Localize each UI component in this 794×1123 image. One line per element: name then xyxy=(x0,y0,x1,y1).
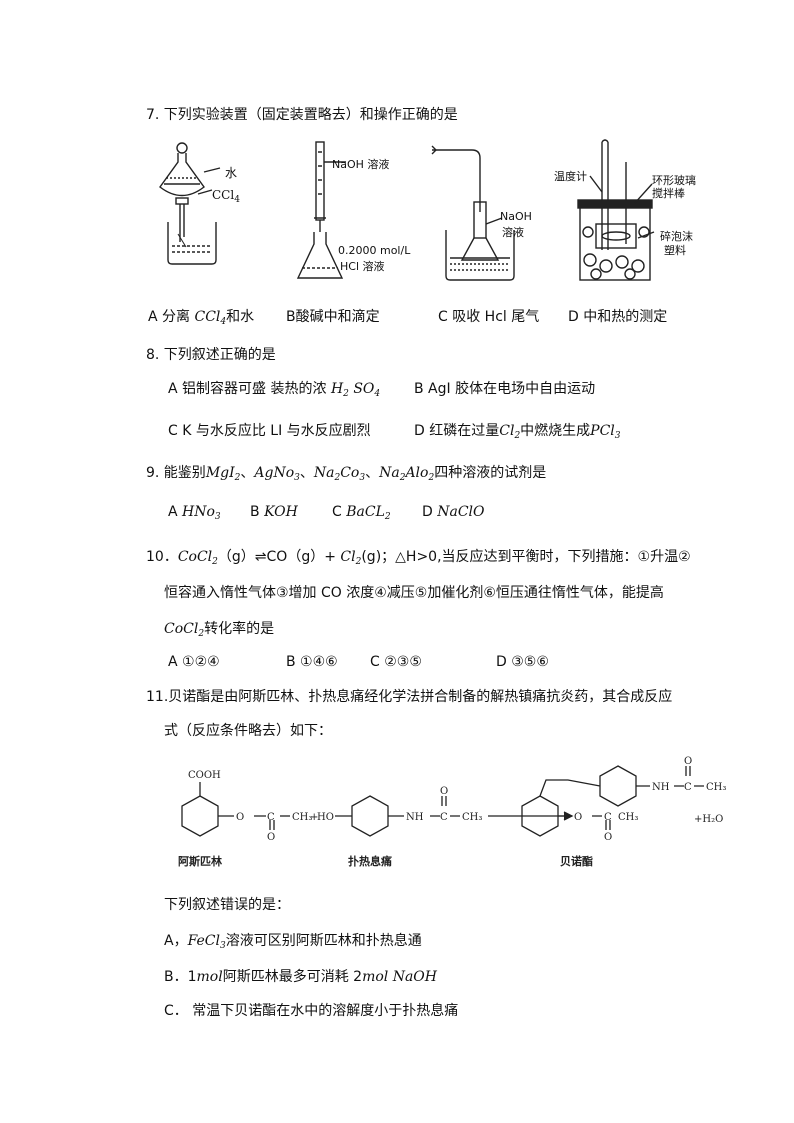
label-ccl4: CCl4 xyxy=(212,188,240,205)
q9-option-d: D NaClO xyxy=(422,504,485,520)
q10-stem-line3: CoCl2转化率的是 xyxy=(164,621,275,639)
svg-text:+H₂O: +H₂O xyxy=(694,814,723,825)
q10-option-a: A ①②④ xyxy=(168,654,220,670)
svg-text:C: C xyxy=(267,812,275,823)
label-naoh: NaOH xyxy=(500,210,532,223)
q11-stem-line1: 11.贝诺酯是由阿斯匹林、扑热息痛经化学法拼合制备的解热镇痛抗炎药，其合成反应 xyxy=(146,689,673,705)
q9-option-c: C BaCL2 xyxy=(332,504,391,522)
svg-text:CH₃: CH₃ xyxy=(618,812,638,823)
svg-text:O: O xyxy=(574,812,582,823)
q8-option-c: C K 与水反应比 LI 与水反应剧烈 xyxy=(168,423,371,439)
q11-option-b: B．1mol阿斯匹林最多可消耗 2mol NaOH xyxy=(164,969,437,985)
label-hcl-solution: HCl 溶液 xyxy=(340,260,385,273)
q10-stem-line2: 恒容通入惰性气体③增加 CO 浓度④减压⑤加催化剂⑥恒压通往惰性气体，能提高 xyxy=(164,585,664,601)
svg-text:C: C xyxy=(684,782,692,793)
svg-text:CH₃: CH₃ xyxy=(462,812,482,823)
svg-text:贝诺酯: 贝诺酯 xyxy=(560,854,593,868)
label-thermometer: 温度计 xyxy=(554,170,587,183)
q9-stem: 9. 能鉴别MgI2、AgNo3、Na2Co3、Na2Alo2四种溶液的试剂是 xyxy=(146,465,547,483)
svg-text:O: O xyxy=(267,832,275,843)
svg-text:扑热息痛: 扑热息痛 xyxy=(348,854,392,868)
label-naoh-solution: NaOH 溶液 xyxy=(332,158,390,171)
label-hcl-conc: 0.2000 mol/L xyxy=(338,244,411,257)
svg-text:CH₃: CH₃ xyxy=(292,812,312,823)
gas-absorption-icon xyxy=(431,145,515,281)
cooh-label: COOH xyxy=(188,770,221,781)
titration-icon xyxy=(296,141,346,279)
q8-option-d: D 红磷在过量Cl2中燃烧生成PCl3 xyxy=(414,423,621,441)
q10-option-c: C ②③⑤ xyxy=(370,654,422,670)
q7-option-c: C 吸收 Hcl 尾气 xyxy=(438,309,540,325)
q7-option-b: B酸碱中和滴定 xyxy=(286,309,380,325)
label-solution: 溶液 xyxy=(502,226,524,239)
svg-text:CH₃: CH₃ xyxy=(706,782,726,793)
svg-text:C: C xyxy=(440,812,448,823)
q8-stem: 8. 下列叙述正确的是 xyxy=(146,347,276,363)
svg-text:C: C xyxy=(604,812,612,823)
q10-option-d: D ③⑤⑥ xyxy=(496,654,549,670)
q9-option-b: B KOH xyxy=(250,504,298,520)
label-water: 水 xyxy=(225,166,238,180)
separatory-funnel-icon xyxy=(159,142,221,265)
q10-option-b: B ①④⑥ xyxy=(286,654,338,670)
label-stirrer1: 环形玻璃 xyxy=(652,174,696,187)
q7-apparatus-figure xyxy=(159,139,655,281)
svg-text:O: O xyxy=(236,812,244,823)
calorimeter-icon xyxy=(577,139,655,281)
q7-stem: 7. 下列实验装置（固定装置略去）和操作正确的是 xyxy=(146,107,458,123)
label-stirrer2: 搅拌棒 xyxy=(652,187,685,200)
svg-text:O: O xyxy=(604,832,612,843)
q7-option-a: A 分离 CCl4和水 xyxy=(148,309,255,327)
svg-text:NH: NH xyxy=(406,812,424,823)
svg-text:阿斯匹林: 阿斯匹林 xyxy=(178,854,222,868)
q11-option-c: C． 常温下贝诺酯在水中的溶解度小于扑热息痛 xyxy=(164,1003,459,1019)
q9-option-a: A HNo3 xyxy=(168,504,221,522)
q8-option-b: B AgI 胶体在电场中自由运动 xyxy=(414,381,596,397)
svg-text:O: O xyxy=(684,756,692,767)
reaction-scheme-figure: COOH O C O CH₃ + HO NH C O CH₃ O C O CH₃… xyxy=(178,756,726,868)
q7-option-d: D 中和热的测定 xyxy=(568,309,668,325)
q11-stem-line2: 式（反应条件略去）如下： xyxy=(164,723,332,739)
svg-text:+: + xyxy=(310,812,318,823)
label-foam1: 碎泡沫 xyxy=(660,230,693,243)
q11-sub-stem: 下列叙述错误的是： xyxy=(164,897,290,913)
svg-text:NH: NH xyxy=(652,782,670,793)
svg-text:HO: HO xyxy=(317,812,334,823)
q10-stem-line1: 10．CoCl2（g）⇌CO（g）+ Cl2(g)；△H>0,当反应达到平衡时，… xyxy=(146,549,691,567)
q11-option-a: A，FeCl3溶液可区别阿斯匹林和扑热息通 xyxy=(164,933,422,951)
label-foam2: 塑料 xyxy=(664,244,686,257)
q8-option-a: A 铝制容器可盛 装热的浓 H2 SO4 xyxy=(168,381,381,399)
svg-text:O: O xyxy=(440,786,448,797)
